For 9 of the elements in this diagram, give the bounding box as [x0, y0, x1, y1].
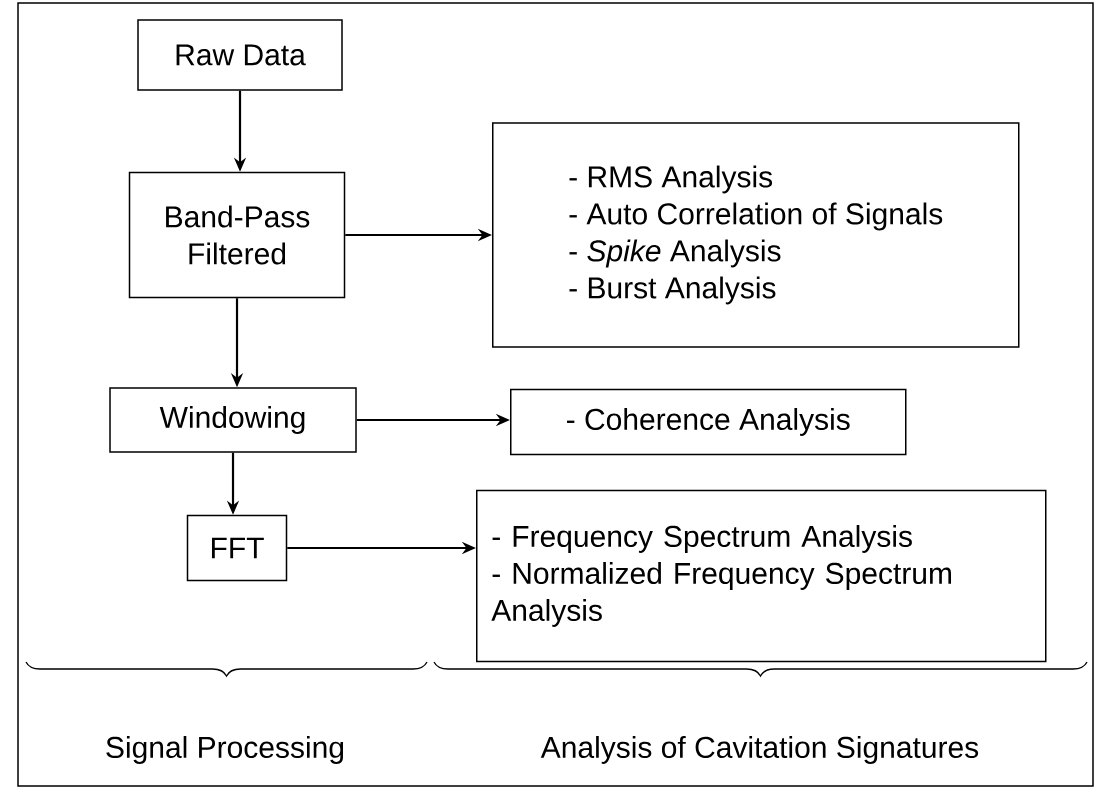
- group-label: Analysis of Cavitation Signatures: [540, 736, 979, 764]
- group-label: Signal Processing: [106, 736, 344, 764]
- process-box: Band-Pass Filtered: [128, 171, 346, 299]
- process-box: FFT: [186, 514, 288, 582]
- process-box: Windowing: [109, 387, 357, 453]
- process-box: - RMS Analysis - Auto Correlation of Signals - Spike Analysis - Burst Analysis: [492, 122, 1020, 348]
- process-box: - Coherence Analysis: [510, 388, 907, 456]
- process-box: - Frequency Spectrum Analysis - Normalized Frequency Spectrum Analysis: [476, 489, 1047, 663]
- process-box: Raw Data: [137, 19, 343, 91]
